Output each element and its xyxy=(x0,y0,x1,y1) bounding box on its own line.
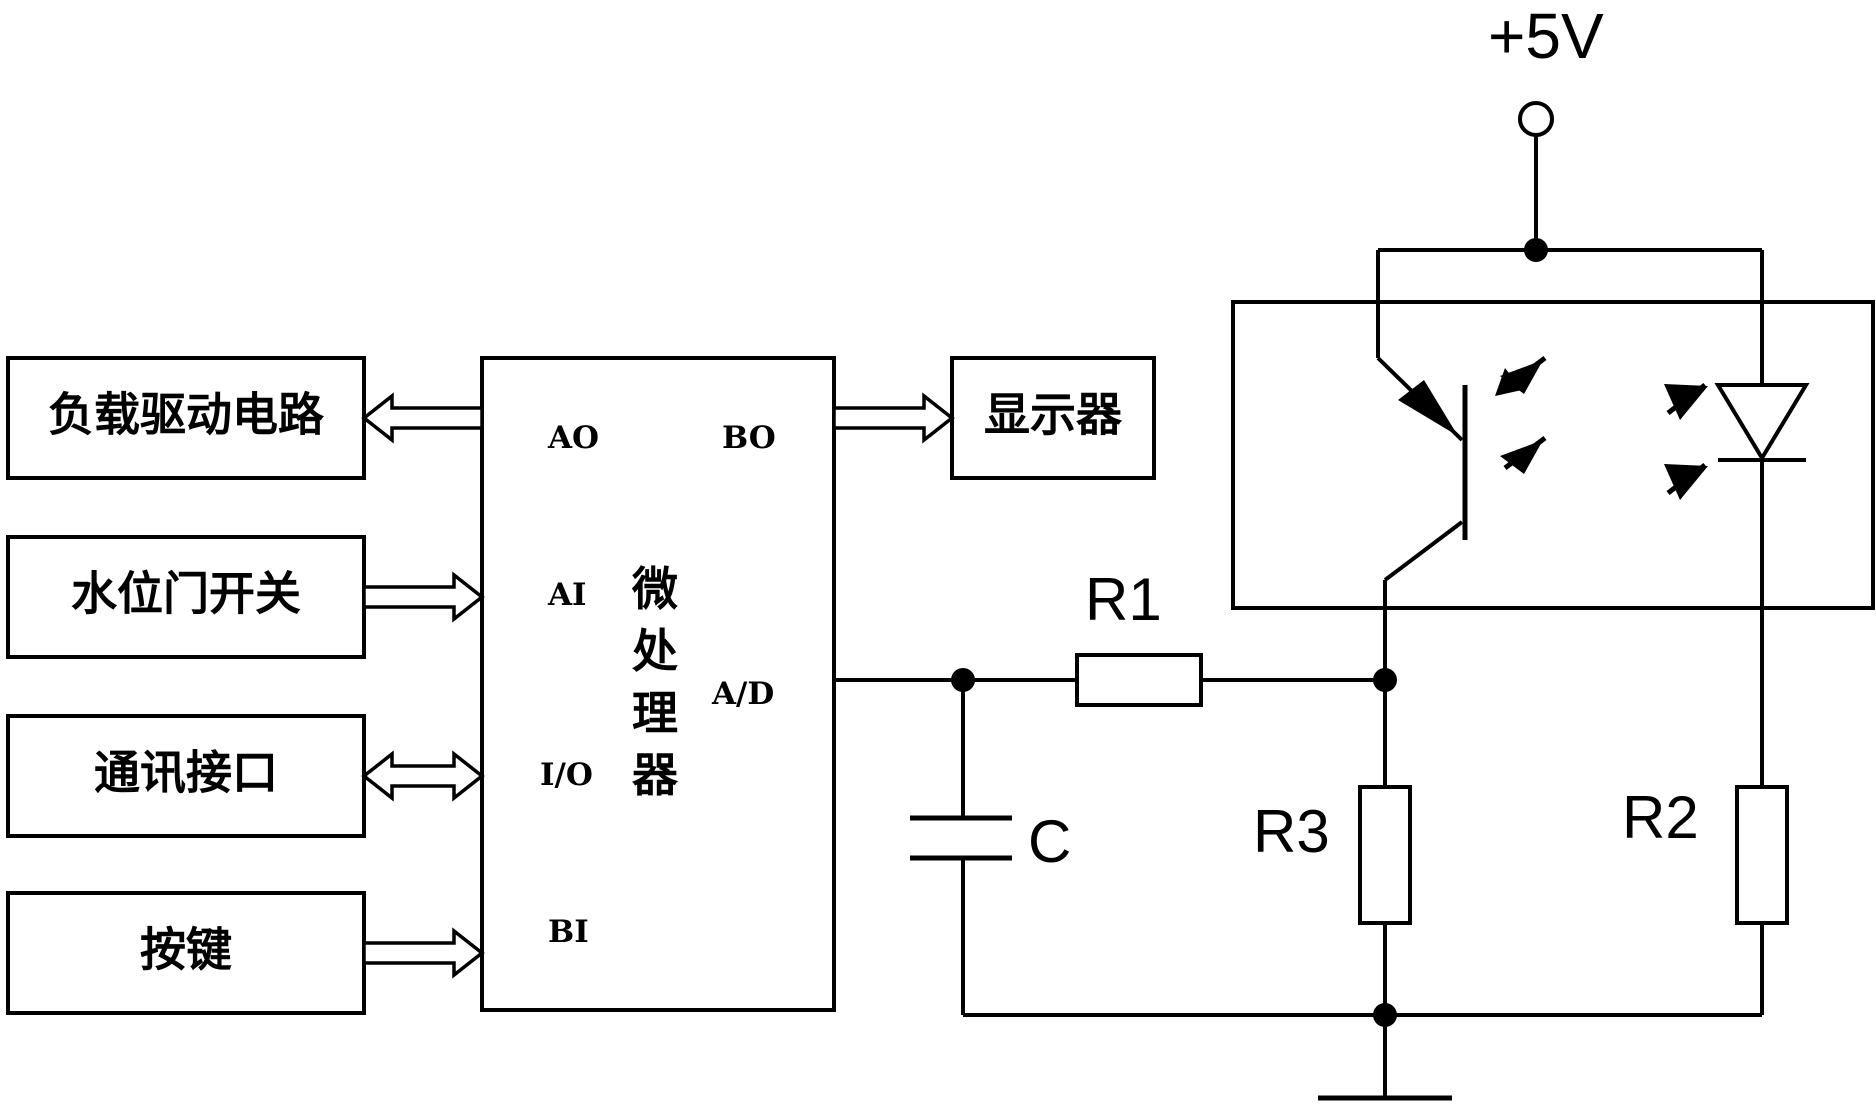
arrow-water-switch-ai xyxy=(362,571,485,623)
mcu-char-1: 微 xyxy=(631,562,678,616)
comm-interface-label: 通讯接口 xyxy=(94,746,278,800)
label-r3: R3 xyxy=(1253,798,1330,865)
resistor-r1 xyxy=(1075,653,1203,707)
label-r2: R2 xyxy=(1622,784,1699,851)
sensor-circuit: +5V xyxy=(834,0,1875,1101)
pin-io: I/O xyxy=(540,757,593,793)
transistor-arrow xyxy=(1398,380,1458,436)
transistor-emitter xyxy=(1383,520,1464,582)
mcu-char-3: 理 xyxy=(632,686,678,740)
pin-ad: A/D xyxy=(711,676,774,712)
junction-supply xyxy=(1524,238,1548,262)
water-switch-label: 水位门开关 xyxy=(71,567,301,621)
light-arrows-led xyxy=(1664,383,1708,500)
pin-ai: AI xyxy=(547,577,587,613)
pin-bo: BO xyxy=(722,420,776,456)
supply-label: +5V xyxy=(1488,0,1604,72)
arrow-keys-bi xyxy=(362,927,485,979)
microprocessor: AO AI I/O BI BO A/D 微 处 理 器 xyxy=(480,356,836,1012)
label-r1: R1 xyxy=(1085,566,1162,633)
resistor-r2 xyxy=(1735,785,1789,925)
arrow-bo-display xyxy=(832,392,955,444)
optocoupler-housing xyxy=(1231,300,1875,610)
comm-interface-block xyxy=(6,714,366,838)
pin-bi: BI xyxy=(548,914,589,950)
load-driver-label: 负载驱动电路 xyxy=(48,388,325,442)
light-arrows-phototransistor xyxy=(1495,356,1547,474)
display-label: 显示器 xyxy=(984,388,1123,442)
led-triangle xyxy=(1714,383,1810,462)
mcu-char-4: 器 xyxy=(632,748,679,802)
label-c: C xyxy=(1028,808,1071,875)
bus-arrows xyxy=(361,392,955,979)
keys-label: 按键 xyxy=(140,923,232,977)
arrow-load-driver-ao xyxy=(361,392,484,444)
water-switch-block xyxy=(6,535,366,659)
display-block xyxy=(950,356,1156,480)
supply-terminal xyxy=(1518,101,1554,137)
resistor-r3 xyxy=(1358,785,1412,925)
microprocessor-block xyxy=(480,356,836,1012)
pin-ao: AO xyxy=(547,420,599,456)
load-driver-block xyxy=(6,356,366,480)
left-blocks: 负载驱动电路 水位门开关 通讯接口 按键 xyxy=(6,356,366,1015)
mcu-char-2: 处 xyxy=(632,624,678,678)
arrow-comm-io xyxy=(361,750,485,802)
